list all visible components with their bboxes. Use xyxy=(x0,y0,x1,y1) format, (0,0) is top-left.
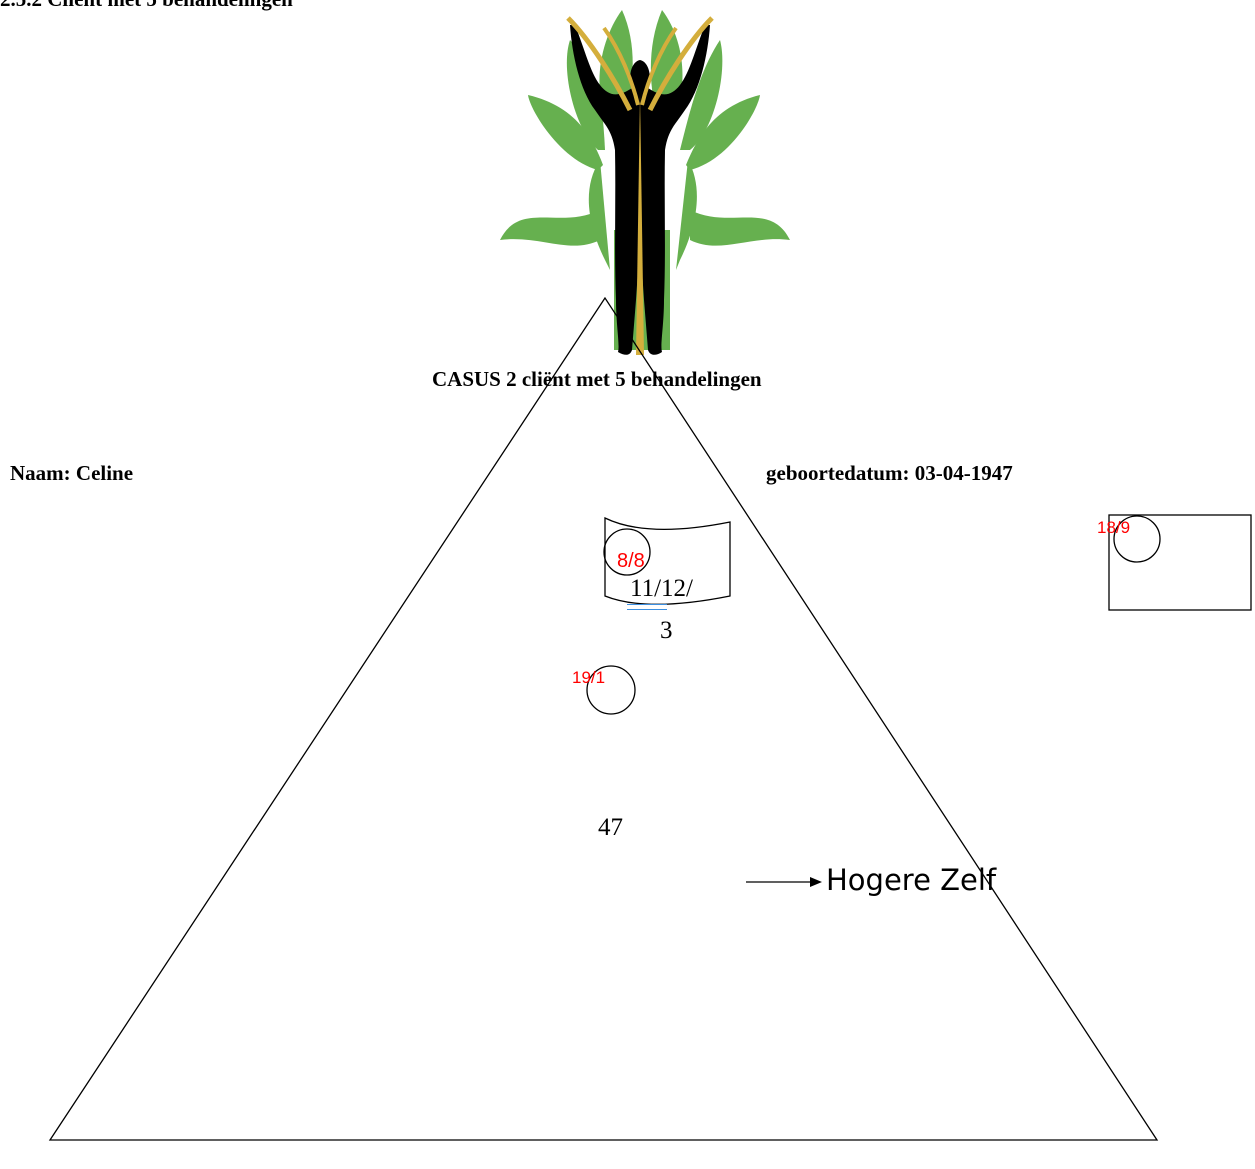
client-name: Naam: Celine xyxy=(10,461,134,485)
higher-self-label: Hogere Zelf xyxy=(826,863,997,897)
circle-top-label: 8/8 xyxy=(617,550,645,572)
section-heading: 2.5.2 Cliënt met 5 behandelingen xyxy=(0,0,293,12)
arrow-right-icon xyxy=(746,877,822,887)
circle-lower xyxy=(586,665,636,715)
circle-lower-label: 19/1 xyxy=(572,668,606,687)
client-birthdate: geboortedatum: 03-04-1947 xyxy=(766,461,1013,485)
tree-figure-logo-icon xyxy=(500,10,790,355)
number-line-1: 11/12/ xyxy=(630,575,693,602)
base-number: 47 xyxy=(598,814,623,841)
circle-top xyxy=(603,528,651,576)
pyramid-triangle xyxy=(48,296,1159,1141)
circle-side-box xyxy=(1113,515,1161,563)
number-line-2: 3 xyxy=(660,617,673,644)
side-box xyxy=(1108,514,1252,611)
circle-side-label: 18/9 xyxy=(1097,518,1131,537)
wavy-box-shape xyxy=(604,516,731,606)
spellcheck-underline xyxy=(627,604,667,610)
case-title: CASUS 2 cliënt met 5 behandelingen xyxy=(432,367,762,391)
